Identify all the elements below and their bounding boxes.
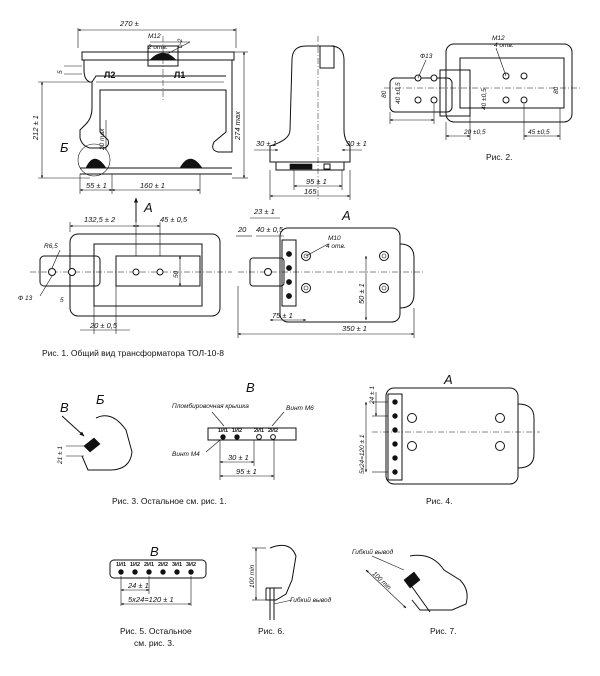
fig1-side-view: 30 ± 1 30 ± 1 95 ± 1 165 xyxy=(254,36,367,200)
screw-m4: Винт М4 xyxy=(172,451,200,458)
fig3-view-v: В xyxy=(60,400,69,415)
dim-160: 160 ± 1 xyxy=(140,181,165,190)
f5-term-1: 1И1 xyxy=(116,562,126,568)
v-30: 30 ± 1 xyxy=(228,453,249,462)
view-v-terminals: В Пломбировочная крышка Винт М6 1И1 1И2 … xyxy=(172,380,314,480)
fig7-100: 100 min xyxy=(371,570,393,591)
plan-45: 45 ± 0,5 xyxy=(160,215,188,224)
a-50: 50 ± 1 xyxy=(357,283,366,304)
fig6-lead: Гибкий вывод xyxy=(290,596,332,604)
a-75: 75 ± 1 xyxy=(272,311,293,320)
side-165: 165 xyxy=(304,187,317,196)
a-40: 40 ± 0,5 xyxy=(256,225,284,234)
fig6-100: 100 min xyxy=(249,564,256,588)
fig7-caption: Рис. 7. xyxy=(430,626,456,636)
a-350: 350 ± 1 xyxy=(342,324,367,333)
fig5-24: 24 ± 1 xyxy=(127,581,149,590)
seal-cover: Пломбировочная крышка xyxy=(172,402,249,410)
fig2-20: 20 ±0,5 xyxy=(463,129,486,136)
thread-m12: M12 xyxy=(148,33,161,40)
fig1-caption: Рис. 1. Общий вид трансформатора ТОЛ-10-… xyxy=(42,348,224,358)
fig5-label: В xyxy=(150,544,159,559)
fig2-40b: 40 ±0,5 xyxy=(481,88,488,110)
fig2-45: 45 ±0,5 xyxy=(528,129,550,136)
f5-term-2: 1И2 xyxy=(130,562,140,568)
fig4-24: 24 ± 1 xyxy=(369,386,376,405)
fig2-holes: 4 отв. xyxy=(494,42,514,49)
term-l2: Л2 xyxy=(104,70,115,80)
fig1-view-a: А 23 ± 1 20 40 ± 0,5 M10 4 отв. 50 ± 1 xyxy=(236,207,424,338)
side-30-left: 30 ± 1 xyxy=(256,139,277,148)
plan-1325: 132,5 ± 2 xyxy=(84,215,116,224)
fig5-terminal-strip: В 1И1 1И2 2И1 2И2 3И1 3И2 24 ± 1 5х24=12… xyxy=(109,544,207,648)
dim-212: 212 ± 1 xyxy=(31,115,40,141)
fig2-terminal-plate: Ф13 M12 4 отв. 80 40 ±0,5 40 ±0,5 20 ±0,… xyxy=(381,35,580,162)
f5-term-3: 2И1 xyxy=(144,562,154,568)
f5-term-5: 3И1 xyxy=(172,562,182,568)
dim-20max: 20 max xyxy=(99,128,106,151)
fig5-caption-2: см. рис. 3. xyxy=(134,638,174,648)
term-l1: Л1 xyxy=(174,70,185,80)
fig4-label: А xyxy=(443,372,453,387)
fig2-phi13: Ф13 xyxy=(420,53,433,60)
f5-term-4: 2И2 xyxy=(158,562,168,568)
plan-50: 50 xyxy=(173,270,180,278)
fig3-detail-b: В Б 21 ± 1 Рис. 3. Остальное см. рис. 1. xyxy=(57,392,226,506)
fig2-caption: Рис. 2. xyxy=(486,152,512,162)
fig6-caption: Рис. 6. xyxy=(258,626,284,636)
dim-270: 270 ± xyxy=(119,19,139,28)
fig2-40a: 40 ±0,5 xyxy=(395,82,402,104)
screw-m6: Винт М6 xyxy=(286,405,314,412)
a-holes: 4 отв. xyxy=(326,243,346,250)
fig4-view-a: А 24 ± 1 5х24=120 ± 1 Рис. 4. xyxy=(359,372,540,506)
side-30-right: 30 ± 1 xyxy=(346,139,367,148)
dim-55: 55 ± 1 xyxy=(86,181,107,190)
view-v-label: В xyxy=(246,380,255,395)
view-a-label: А xyxy=(341,208,351,223)
f5-term-6: 3И2 xyxy=(186,562,196,568)
fig3-mark-b: Б xyxy=(96,392,105,407)
fig3-caption: Рис. 3. Остальное см. рис. 1. xyxy=(112,496,226,506)
plan-5: 5 xyxy=(60,297,64,304)
side-95: 95 ± 1 xyxy=(306,177,327,186)
v-term-4: 2И2 xyxy=(268,428,278,434)
dim-b2: b-2 xyxy=(177,38,184,48)
a-m10: M10 xyxy=(328,235,341,242)
fig4-caption: Рис. 4. xyxy=(426,496,452,506)
mark-b: Б xyxy=(60,140,69,155)
fig6-flexible-lead: 100 min Гибкий вывод Рис. 6. xyxy=(249,544,332,636)
dim-274: 274 max xyxy=(233,111,242,141)
dim-5: 5 xyxy=(57,70,64,74)
fig2-80-left: 80 xyxy=(381,90,388,98)
arrow-a: А xyxy=(143,200,153,215)
fig2-m12: M12 xyxy=(492,35,505,42)
fig7-flexible-lead: Гибкий вывод 100 min Рис. 7. xyxy=(352,548,468,636)
v-95: 95 ± 1 xyxy=(236,467,257,476)
plan-r65: R6,5 xyxy=(44,243,58,250)
v-term-2: 1И2 xyxy=(232,428,242,434)
plan-20: 20 ± 0,5 xyxy=(89,321,118,330)
v-term-1: 1И1 xyxy=(218,428,228,434)
a-23: 23 ± 1 xyxy=(253,207,275,216)
holes-2: 2 отв. xyxy=(147,44,168,51)
fig5-5x24: 5х24=120 ± 1 xyxy=(128,595,174,604)
a-20: 20 xyxy=(237,225,247,234)
fig3-21: 21 ± 1 xyxy=(57,446,64,465)
fig1-plan-view: 132,5 ± 2 45 ± 0,5 R6,5 Ф 13 5 50 20 ± 0… xyxy=(18,215,232,334)
fig1-front-view: 270 ± M12 2 отв. b-2 Л2 Л1 5 212 ± 1 274… xyxy=(31,19,248,222)
fig7-lead: Гибкий вывод xyxy=(352,548,394,556)
fig4-5x24: 5х24=120 ± 1 xyxy=(359,434,366,474)
v-term-3: 2И1 xyxy=(254,428,264,434)
fig2-80-right: 80 xyxy=(553,86,560,94)
plan-phi13: Ф 13 xyxy=(18,295,33,302)
fig5-caption-1: Рис. 5. Остальное xyxy=(120,626,192,636)
